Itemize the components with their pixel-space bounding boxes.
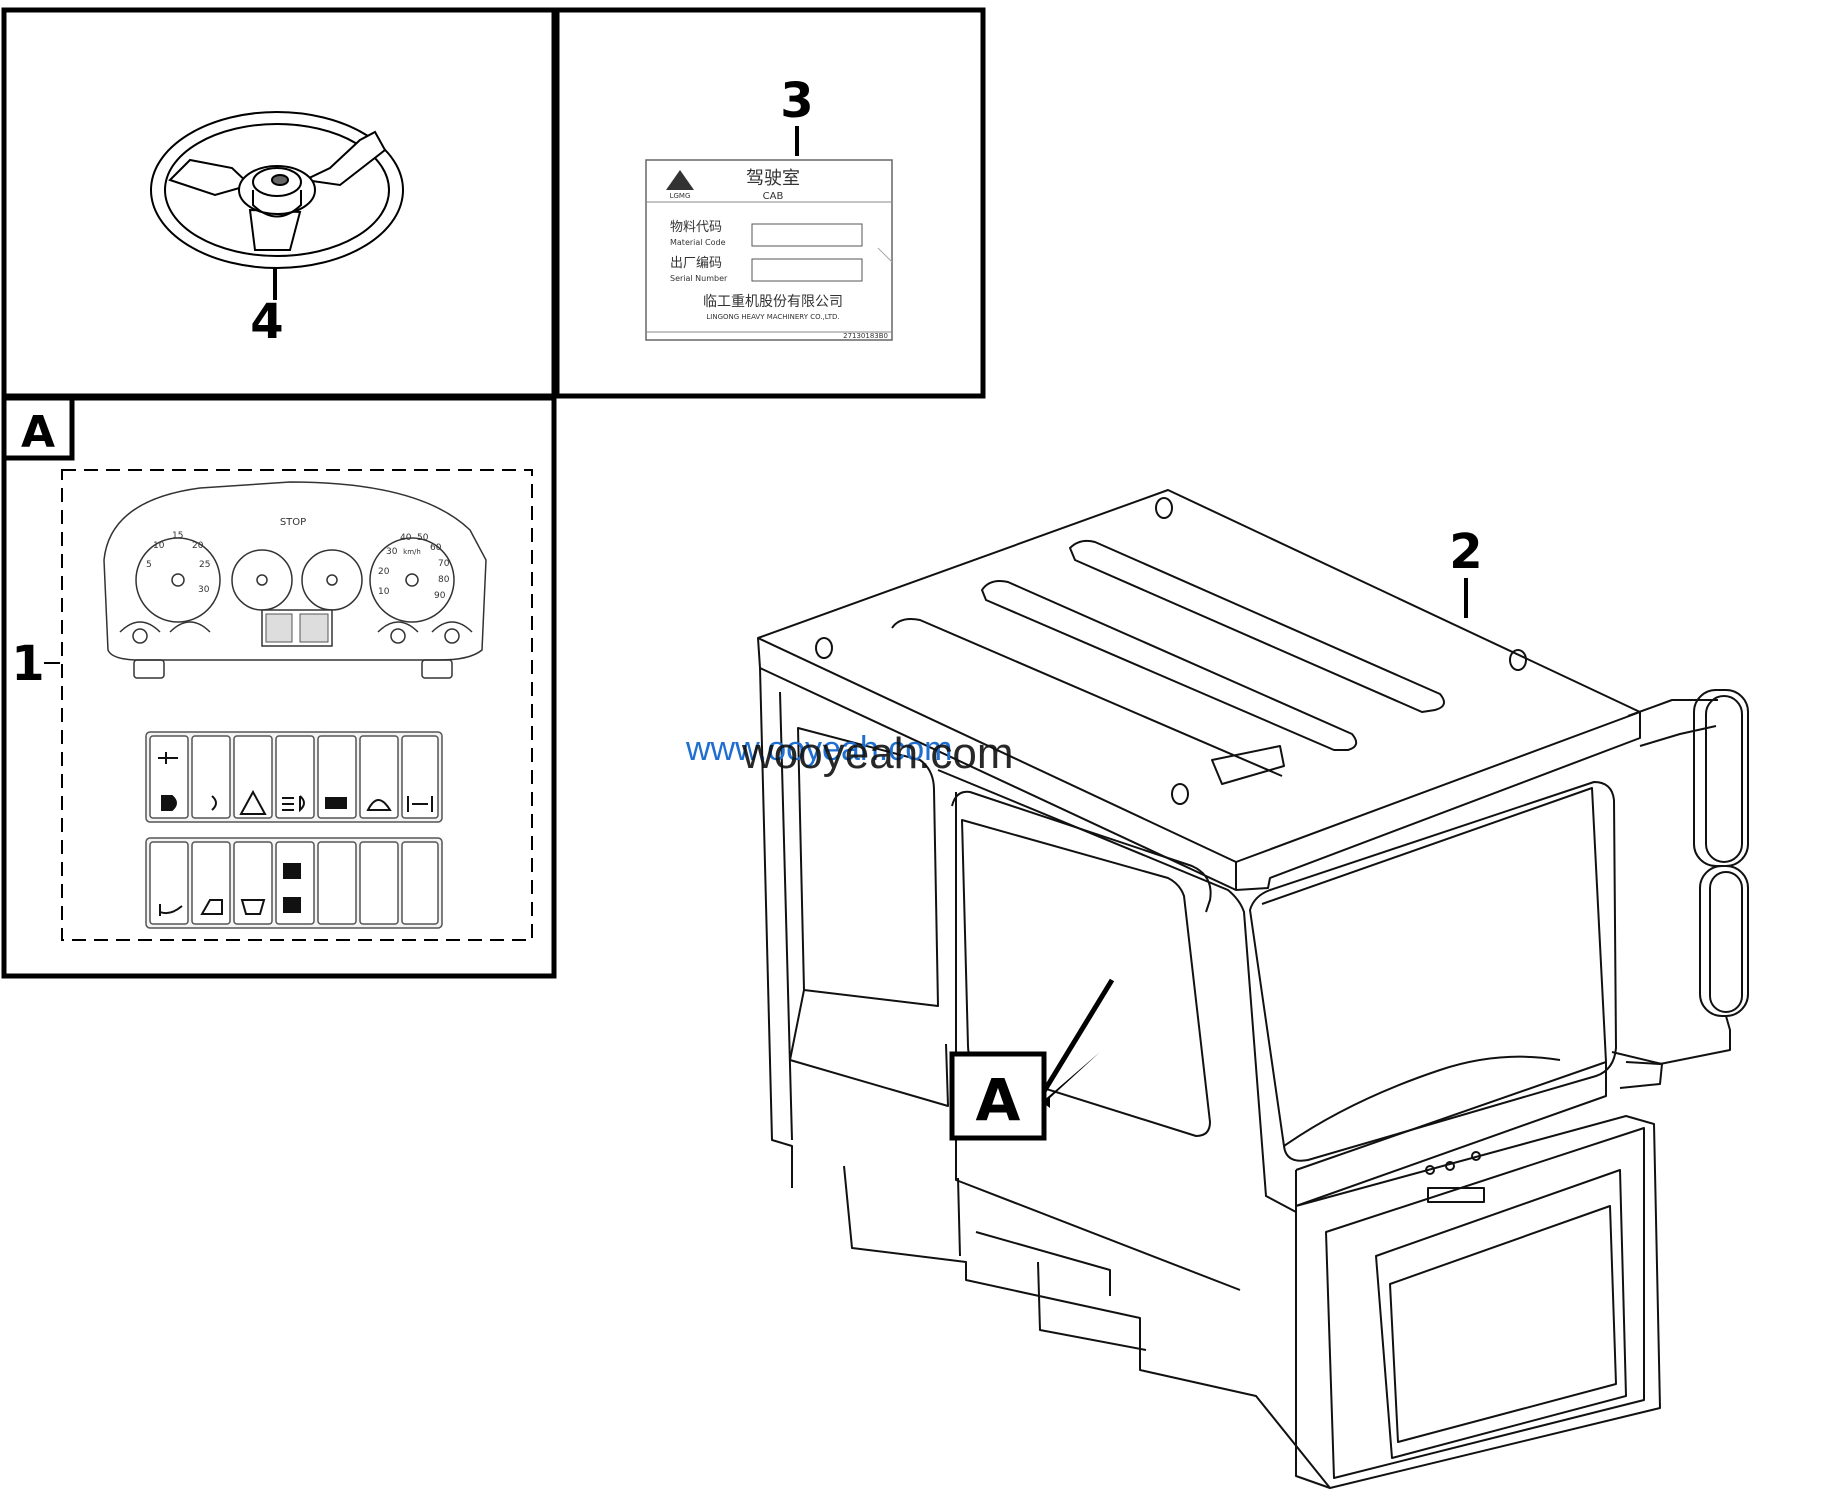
callout-1: 1 [11,636,44,692]
detail-a-tag-box [1,395,75,461]
wiper-icon [240,899,266,915]
gauge4-tick-30: 30 [386,547,398,557]
gauge4-tick-50: 50 [417,533,429,543]
callout-2: 2 [1449,524,1482,580]
nameplate-title-en: CAB [763,191,784,202]
callout-3: 3 [780,73,813,129]
gauge4-tick-20: 20 [378,567,390,577]
material-code-cn: 物料代码 [670,220,722,235]
detail-a-tag: A [21,407,55,458]
serial-number-en: Serial Number [670,274,728,283]
company-cn: 临工重机股份有限公司 [703,294,843,310]
horn-icon [159,904,183,916]
info-icon-bottom [283,897,301,913]
nameplate-panel [554,7,986,399]
lgmg-logo-icon [666,170,694,190]
watermark-blue: www.ooyeah.com [685,730,952,768]
material-code-box [751,223,863,247]
switch-panel-lower [145,837,443,929]
switch-icons-lower [159,863,301,916]
cluster-labels: STOP km/h 5 10 15 20 25 30 10 20 30 40 5… [146,517,450,601]
gauge4-tick-90: 90 [434,591,446,601]
gauge1-tick-15: 15 [172,531,183,541]
lift-lock-icon [407,796,433,812]
gauge4-tick-70: 70 [438,559,450,569]
light-toggle-icon [158,752,178,764]
cab-view-pointer-label: A [976,1066,1021,1134]
gauge1-tick-25: 25 [199,560,210,570]
gauge4-tick-40: 40 [400,533,412,543]
cab-drawing [757,489,1749,1489]
instrument-cluster-drawing [103,481,487,679]
serial-number-box [751,258,863,282]
switch-panel-upper [145,731,443,823]
switch-icons-upper [158,752,433,815]
watermark-black: wooyeah.com [741,729,1013,778]
detail-a-panel [1,395,557,979]
callout-4: 4 [250,294,283,350]
low-beam-icon [282,795,305,813]
company-en: LINGONG HEAVY MACHINERY CO.,LTD. [706,313,839,321]
headlight-icon [161,795,177,811]
gauge4-tick-80: 80 [438,575,450,585]
nameplate-drawing: LGMG 驾驶室 CAB 物料代码 Material Code 出厂编码 Ser… [645,159,893,341]
material-code-en: Material Code [670,238,726,247]
gauge4-tick-10: 10 [378,587,390,597]
detail-a-dashed-frame [61,469,533,941]
gauge4-tick-60: 60 [430,543,442,553]
rear-wash-icon [366,799,392,811]
logo-text: LGMG [670,192,691,200]
part-number: 27130183B0 [843,332,888,340]
stop-label: STOP [280,517,306,528]
gauge1-tick-10: 10 [153,541,165,551]
info-icon-top [283,863,301,879]
cab-view-pointer [949,978,1115,1141]
steering-wheel-drawing [150,111,404,300]
gauge1-tick-20: 20 [192,541,204,551]
door-icon [200,899,223,915]
fog-light-icon [211,795,217,811]
work-light-icon [325,797,347,809]
speed-unit: km/h [403,548,421,556]
gauge1-tick-5: 5 [146,560,152,570]
nameplate-title-cn: 驾驶室 [746,168,800,189]
hazard-icon [239,789,267,815]
serial-number-cn: 出厂编码 [670,256,722,271]
gauge1-tick-30: 30 [198,585,210,595]
